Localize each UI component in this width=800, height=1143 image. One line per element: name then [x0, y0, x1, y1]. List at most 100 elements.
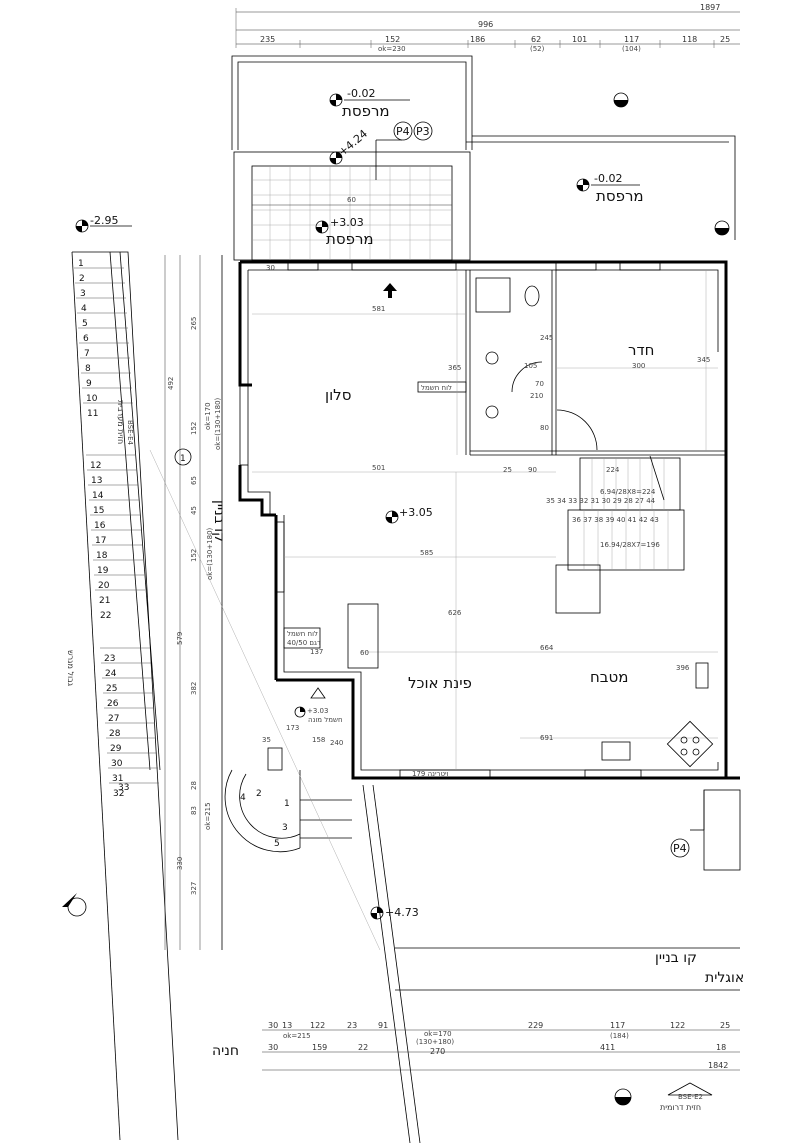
dim-70: 70 [535, 380, 544, 388]
left-step-18: 18 [96, 551, 108, 561]
dim-bottom2-5: 18 [716, 1043, 726, 1052]
dim-top-sub: 996 [478, 20, 493, 29]
dim-left-265: 265 [190, 317, 198, 330]
left-step-27: 27 [108, 714, 119, 724]
dim-left-152: 152 [190, 422, 198, 435]
dim-top-note-2: (104) [622, 45, 641, 53]
dim-300: 300 [632, 362, 645, 370]
dim-137: 137 [310, 648, 323, 656]
left-step-10: 10 [86, 394, 98, 404]
dim-585: 585 [420, 549, 433, 557]
entry-step-5: 5 [274, 839, 280, 849]
left-step-14: 14 [92, 491, 104, 501]
dim-bottom2-2: 22 [358, 1043, 368, 1052]
dim-bottom1-4: 91 [378, 1021, 388, 1030]
left-stair-path: 1 2 3 4 5 6 7 8 9 10 11 12 13 14 15 16 1… [66, 251, 179, 1141]
room-parking: חניה [212, 1043, 239, 1059]
level-bottom: +4.73 [385, 906, 419, 919]
dim-top-0: 235 [260, 35, 275, 44]
panel-label-1: לוח חשמל [287, 630, 318, 638]
dim-top-6: 118 [682, 35, 697, 44]
window-note: 179 ויטרינה [412, 770, 449, 778]
dim-balcony-416: 60 [347, 196, 356, 204]
dim-bottom-note-0: ok=215 [283, 1032, 311, 1040]
dim-bottom1-5: 229 [528, 1021, 543, 1030]
panel-label-2: דגם 40/50 [287, 639, 321, 647]
building-line-bottom-label: קו בניין [655, 950, 697, 966]
entry-area: לוח חשמל דגם 40/50 +3.03 חשמל מונה 1 2 3… [224, 627, 352, 853]
dim-bottom1-1: 13 [282, 1021, 292, 1030]
dim-bottom2-0: 30 [268, 1043, 278, 1052]
entry-step-4: 4 [240, 793, 246, 803]
level-stair-top: +4.24 [336, 127, 370, 159]
left-step-31: 31 [112, 774, 123, 784]
left-note-1: ok=(130+180) [214, 397, 222, 450]
left-step-11: 11 [87, 409, 98, 419]
left-step-4: 4 [81, 304, 87, 314]
room-dining: פינת אוכל [408, 674, 472, 692]
dim-top-5: 117 [624, 35, 639, 44]
water-meter-label: חשמל מונה [308, 716, 343, 724]
dim-bottom1-8: 25 [720, 1021, 730, 1030]
left-note-0: ok=170 [204, 402, 212, 430]
bottom-labels: קו בניין אוגלית חניה [212, 947, 744, 1059]
dim-240: 240 [330, 739, 343, 747]
left-step-17: 17 [95, 536, 106, 546]
dim-bottom1-0: 30 [268, 1021, 278, 1030]
dim-365: 365 [448, 364, 461, 372]
left-note-2: ok=(130+180) [206, 527, 214, 580]
exterior-walls [238, 260, 740, 780]
dim-top-2: 186 [470, 35, 485, 44]
level-entry: +3.03 [307, 707, 328, 715]
entry-step-2: 2 [256, 789, 262, 799]
dim-left-152b: 152 [190, 549, 198, 562]
level-marker-main: +3.05 [385, 506, 433, 524]
dim-90: 90 [528, 466, 537, 474]
dim-626: 626 [448, 609, 462, 617]
dim-60: 60 [360, 649, 369, 657]
left-step-24: 24 [105, 669, 117, 679]
left-step-12: 12 [90, 461, 101, 471]
elev-south-label-1: BSE-E2 [678, 1093, 703, 1101]
dim-left-83: 83 [190, 806, 198, 815]
dim-396: 396 [676, 664, 690, 672]
dim-left-492: 492 [167, 377, 175, 390]
dim-bottom2-1: 159 [312, 1043, 327, 1052]
dim-80: 80 [540, 424, 549, 432]
dim-bottom1-6: 117 [610, 1021, 625, 1030]
dim-top-1: 152 [385, 35, 400, 44]
level-marker-stair-top: +4.24 [329, 127, 370, 165]
dim-25: 25 [503, 466, 512, 474]
left-dimensions: 492 265 152 65 45 152 579 382 83 28 330 … [149, 255, 381, 951]
entry-step-1: 1 [284, 799, 290, 809]
stairs-upper-run: 35 34 33 32 31 30 29 28 27 44 [546, 497, 656, 505]
elev-south-marker: BSE-E2 חזית דרומית [614, 1082, 713, 1112]
left-note-3: ok=215 [204, 802, 212, 830]
dim-top-4: 101 [572, 35, 587, 44]
left-step-5: 5 [82, 319, 88, 329]
axis-marker-1: 1 [180, 454, 186, 464]
top-balconies: 60 [231, 55, 736, 261]
dim-173: 173 [286, 724, 299, 732]
room-kitchen: מטבח [590, 668, 628, 686]
left-step-25: 25 [106, 684, 117, 694]
dim-501: 501 [372, 464, 385, 472]
dim-left-579: 579 [176, 632, 184, 645]
section-markers-top: P4 P3 [393, 121, 433, 141]
boundary-left-label: גבול מגרש [66, 650, 75, 687]
left-step-20: 20 [98, 581, 110, 591]
stairs-note-upper: 6.94/28X8=224 [600, 488, 656, 496]
left-step-32: 32 [113, 789, 124, 799]
pergola-label: אוגלית [705, 970, 744, 986]
dim-top-note-1: (52) [530, 45, 545, 53]
left-step-8: 8 [85, 364, 91, 374]
dim-bottom-note-1: ok=170 [424, 1030, 452, 1038]
left-step-19: 19 [97, 566, 109, 576]
dim-top-note-0: ok=230 [378, 45, 406, 53]
left-step-1: 1 [78, 259, 84, 269]
interior-walls: לוח חשמל [417, 270, 726, 456]
level-left-path: -2.95 [90, 214, 118, 227]
level-balcony-right: -0.02 [594, 172, 622, 185]
dim-left-45: 45 [190, 506, 198, 515]
